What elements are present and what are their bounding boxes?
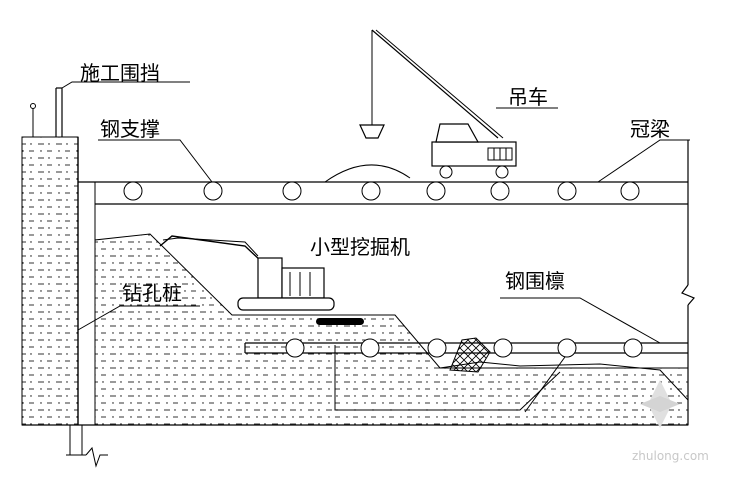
crown-beam-band	[78, 181, 688, 205]
steel-strut	[557, 181, 577, 201]
steel-strut	[426, 181, 446, 201]
spoil-heap	[324, 164, 411, 183]
waling-strut	[360, 338, 380, 358]
left-soil-wall	[21, 136, 96, 426]
watermark-logo	[640, 380, 680, 428]
label-small-excavator: 小型挖掘机	[310, 235, 410, 259]
label-crane: 吊车	[508, 85, 548, 109]
label-fence: 施工围挡	[80, 61, 160, 85]
lower-waling	[244, 337, 688, 373]
crane	[359, 29, 517, 179]
steel-strut	[123, 181, 143, 201]
upper-steel-supports	[123, 181, 640, 201]
waling-strut	[557, 338, 577, 358]
excavation-bottom	[22, 424, 688, 468]
steel-strut	[490, 181, 510, 201]
watermark-text: zhulong.com	[632, 449, 709, 463]
steel-strut	[282, 181, 302, 201]
steel-strut	[203, 181, 223, 201]
waling-strut	[493, 338, 513, 358]
label-steel-waling: 钢围檩	[505, 269, 565, 293]
waling-strut	[623, 338, 643, 358]
waling-strut	[285, 338, 305, 358]
construction-fence	[30, 87, 63, 137]
waling-strut	[427, 338, 447, 358]
small-excavator	[159, 235, 364, 325]
leader-lines	[61, 81, 690, 344]
steel-strut	[620, 181, 640, 201]
pit-soil	[94, 233, 689, 426]
label-crown-beam: 冠梁	[630, 117, 670, 141]
steel-strut	[361, 181, 381, 201]
label-bored-pile: 钻孔桩	[122, 281, 182, 305]
label-steel-support: 钢支撑	[100, 117, 160, 141]
